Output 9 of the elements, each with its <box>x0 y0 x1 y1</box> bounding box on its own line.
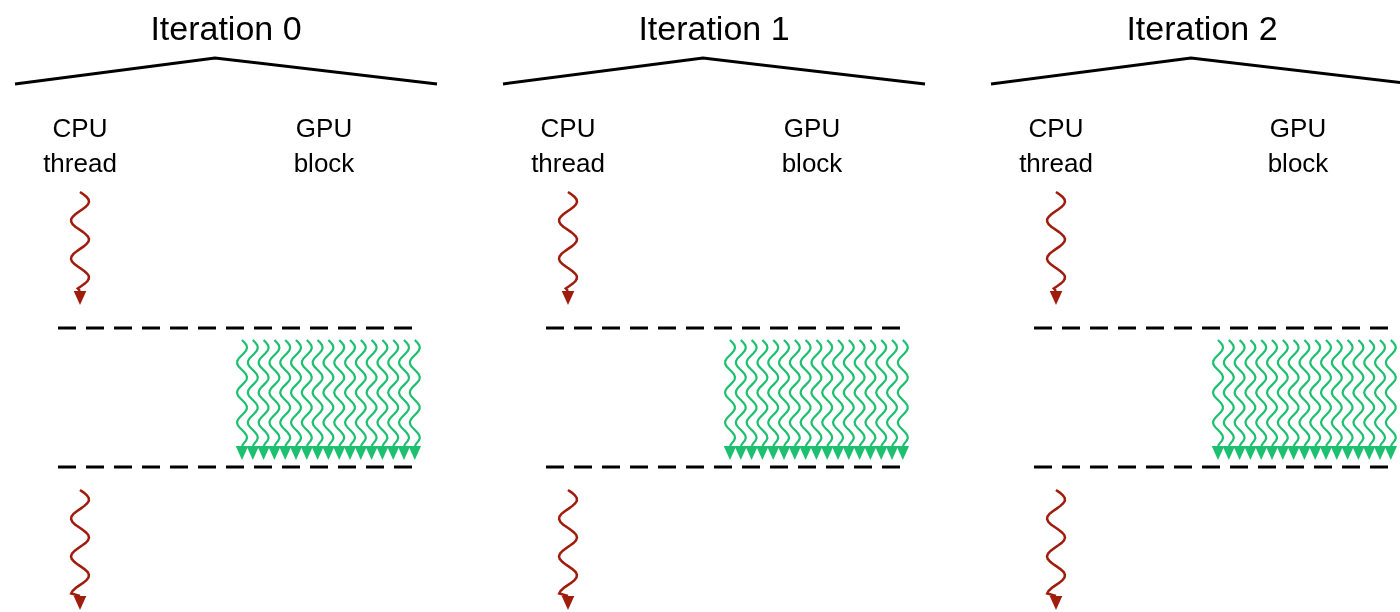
column-heading: CPU thread <box>42 112 118 180</box>
column-heading: GPU block <box>1266 112 1330 180</box>
iteration-title: Iteration 2 <box>1126 8 1278 48</box>
iteration-title: Iteration 0 <box>150 8 302 48</box>
column-heading: GPU block <box>780 112 844 180</box>
column-heading: GPU block <box>292 112 356 180</box>
column-heading: CPU thread <box>1018 112 1094 180</box>
iteration-title: Iteration 1 <box>638 8 790 48</box>
column-heading: CPU thread <box>530 112 606 180</box>
